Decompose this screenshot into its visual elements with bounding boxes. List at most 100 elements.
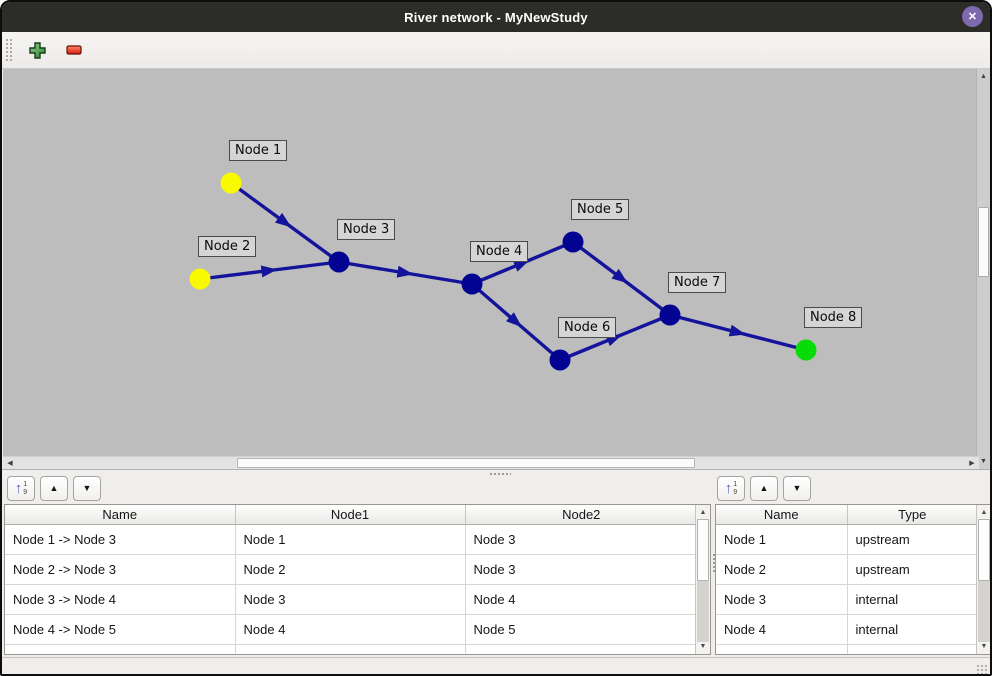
table-cell: Node 1: [716, 524, 848, 555]
network-edge[interactable]: [471, 240, 574, 286]
resize-grip[interactable]: [976, 664, 987, 674]
horizontal-splitter[interactable]: [2, 469, 990, 475]
network-edge[interactable]: [470, 282, 562, 362]
network-edge[interactable]: [571, 240, 672, 317]
scroll-down-button[interactable]: ▼: [977, 455, 990, 468]
splitter-grip-icon: [489, 472, 511, 475]
table-cell: Node 5: [465, 614, 697, 645]
network-graph: [189, 172, 817, 371]
scroll-left-icon: ◀: [7, 460, 13, 467]
table-scroll-thumb[interactable]: [978, 519, 990, 581]
up-triangle-icon: ▲: [759, 483, 769, 493]
table-cell: Node 3: [465, 554, 697, 585]
table-scroll-thumb[interactable]: [697, 519, 709, 581]
table-row[interactable]: [716, 644, 977, 654]
horizontal-scroll-thumb[interactable]: [237, 458, 695, 468]
nodes-move-up-button[interactable]: ▲: [750, 476, 778, 501]
network-node[interactable]: [549, 349, 571, 371]
node-label[interactable]: Node 2: [198, 236, 257, 257]
canvas-vertical-scrollbar[interactable]: ▲ ▼: [976, 69, 990, 469]
branches-move-down-button[interactable]: ▼: [73, 476, 101, 501]
node-label[interactable]: Node 4: [470, 241, 529, 262]
network-node[interactable]: [189, 268, 211, 290]
status-strip: [2, 657, 990, 674]
node-label[interactable]: Node 5: [571, 199, 630, 220]
scroll-down-icon: ▼: [980, 458, 987, 465]
network-node[interactable]: [461, 273, 483, 295]
network-edge[interactable]: [199, 260, 340, 281]
column-header[interactable]: Node2: [465, 505, 697, 525]
table-cell: Node 2: [716, 554, 848, 585]
table-scroll-track[interactable]: [978, 581, 990, 642]
scroll-right-button[interactable]: ▶: [966, 457, 978, 469]
scroll-left-button[interactable]: ◀: [4, 457, 16, 469]
node-label[interactable]: Node 7: [668, 272, 727, 293]
table-cell: upstream: [847, 524, 977, 555]
scroll-right-icon: ▶: [969, 460, 975, 467]
column-header[interactable]: Name: [5, 505, 236, 525]
scroll-down-icon: ▼: [980, 643, 988, 650]
scroll-down-button[interactable]: ▼: [696, 640, 710, 653]
table-cell: Node 3: [235, 584, 466, 615]
node-label[interactable]: Node 6: [558, 317, 617, 338]
nodes-move-down-button[interactable]: ▼: [783, 476, 811, 501]
table-scroll-track[interactable]: [697, 581, 709, 642]
network-node[interactable]: [328, 251, 350, 273]
toolbar: [2, 32, 990, 69]
network-node[interactable]: [220, 172, 242, 194]
add-node-button[interactable]: [24, 37, 50, 63]
network-edge[interactable]: [338, 260, 473, 286]
table-cell: Node 2 -> Node 3: [5, 554, 236, 585]
canvas-horizontal-scrollbar[interactable]: ◀ ▶: [3, 456, 979, 469]
toolbar-drag-handle[interactable]: [5, 38, 13, 62]
table-cell: Node 4: [235, 614, 466, 645]
down-triangle-icon: ▼: [792, 483, 802, 493]
node-label[interactable]: Node 8: [804, 307, 863, 328]
network-canvas[interactable]: Node 1 Node 2 Node 3 Node 4 Node 5 Node 6 Node…: [3, 69, 979, 456]
network-node[interactable]: [562, 231, 584, 253]
scroll-up-button[interactable]: ▲: [977, 70, 990, 83]
table-cell: [716, 644, 848, 654]
network-node[interactable]: [795, 339, 817, 361]
column-header[interactable]: Name: [716, 505, 848, 525]
vertical-scroll-thumb[interactable]: [978, 207, 989, 277]
remove-node-button[interactable]: [61, 37, 87, 63]
scroll-down-button[interactable]: ▼: [977, 640, 990, 653]
column-header[interactable]: Type: [847, 505, 977, 525]
node-label[interactable]: Node 1: [229, 140, 288, 161]
node-label[interactable]: Node 3: [337, 219, 396, 240]
network-node[interactable]: [659, 304, 681, 326]
plus-icon: [28, 41, 46, 59]
titlebar: River network - MyNewStudy ✕: [2, 2, 990, 32]
vertical-splitter[interactable]: [711, 475, 715, 657]
down-triangle-icon: ▼: [82, 483, 92, 493]
nodes-table-scrollbar[interactable]: ▲ ▼: [976, 505, 990, 654]
network-edge[interactable]: [229, 181, 341, 264]
close-button[interactable]: ✕: [962, 6, 983, 27]
table-cell: Node 1: [235, 524, 466, 555]
scroll-up-icon: ▲: [980, 509, 988, 516]
table-cell: Node 1 -> Node 3: [5, 524, 236, 555]
branches-move-up-button[interactable]: ▲: [40, 476, 68, 501]
column-header[interactable]: Node1: [235, 505, 466, 525]
table-row[interactable]: [5, 644, 697, 654]
branches-table-scrollbar[interactable]: ▲ ▼: [695, 505, 710, 654]
network-edge[interactable]: [669, 313, 807, 352]
scroll-up-button[interactable]: ▲: [977, 506, 990, 519]
scroll-up-button[interactable]: ▲: [696, 506, 710, 519]
table-cell: Node 3: [716, 584, 848, 615]
scroll-down-icon: ▼: [699, 643, 707, 650]
